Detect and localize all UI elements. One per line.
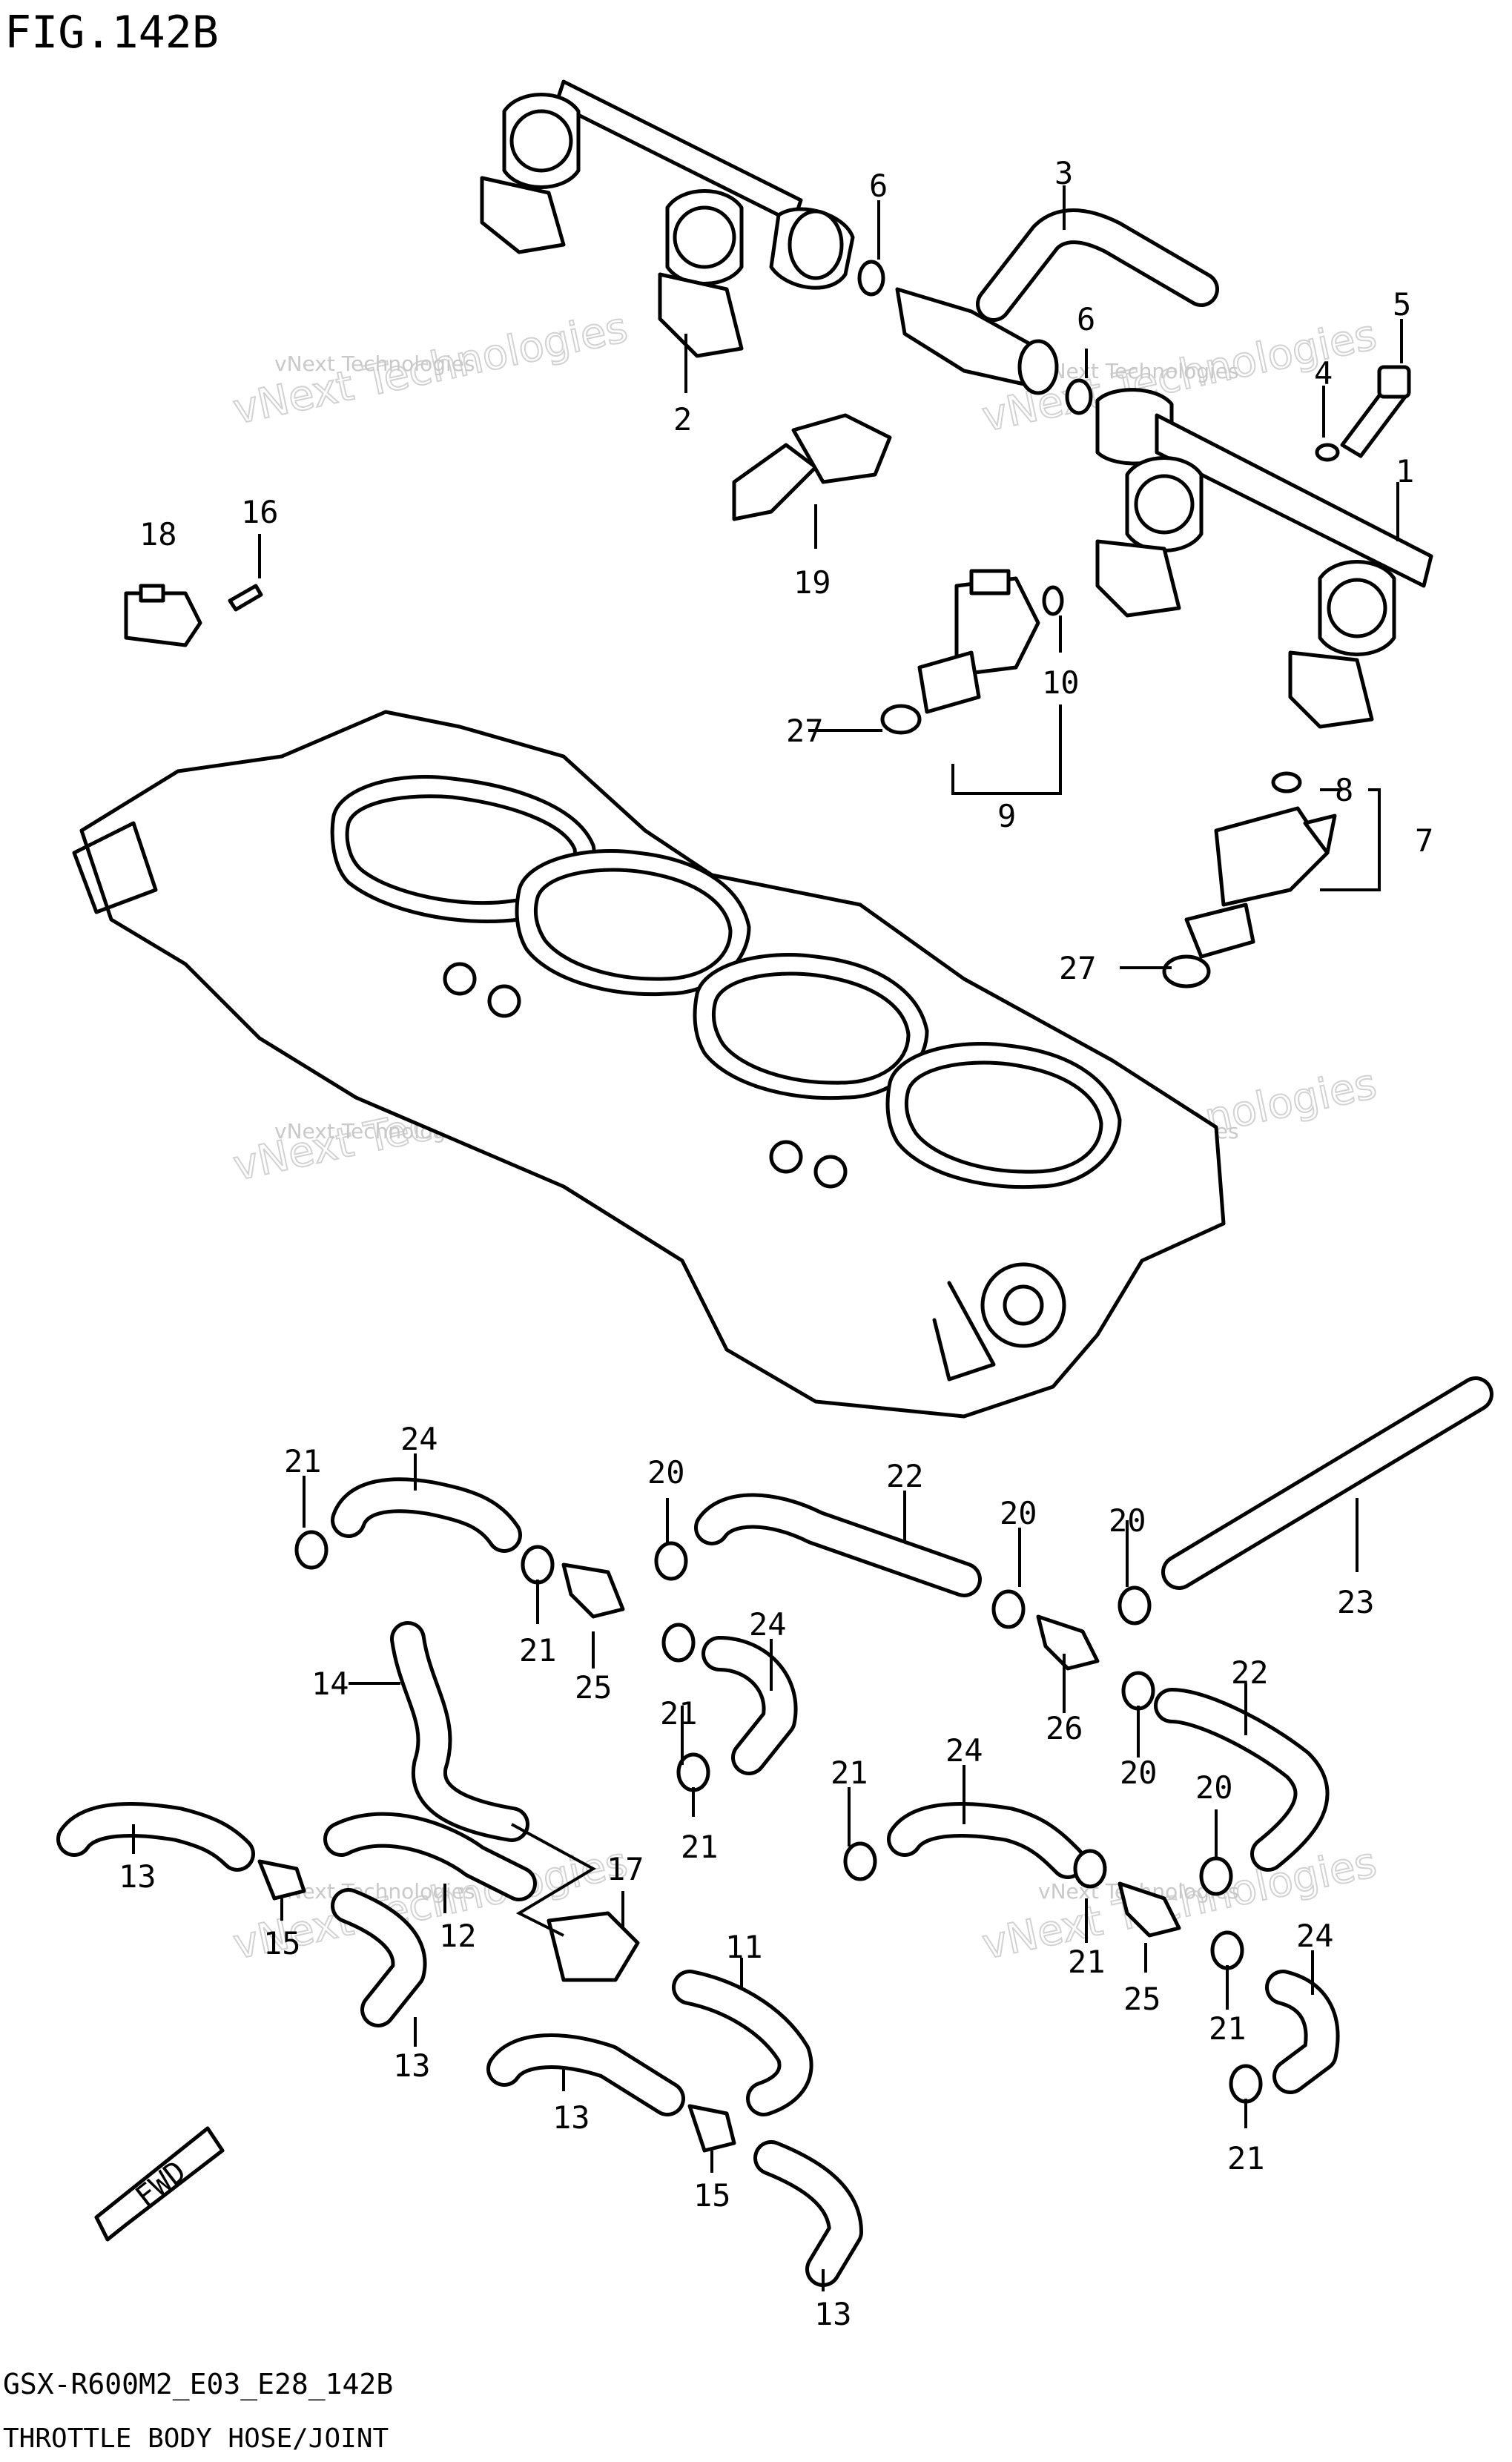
callout-20b: 20 xyxy=(1000,1495,1037,1531)
callout-21e: 21 xyxy=(831,1755,868,1791)
forward-arrow: FWD xyxy=(94,2126,225,2242)
joints xyxy=(257,1562,1181,2153)
screw-16 xyxy=(228,584,263,612)
fuel-delivery-pipe-1 xyxy=(1095,388,1433,729)
callout-22a: 22 xyxy=(886,1458,924,1494)
throttle-body-assembly xyxy=(72,710,1226,1419)
callout-10: 10 xyxy=(1042,664,1080,701)
callout-27a: 27 xyxy=(786,713,824,749)
callout-26: 26 xyxy=(1046,1710,1083,1746)
callout-20d: 20 xyxy=(1120,1755,1158,1791)
callout-25a: 25 xyxy=(575,1669,613,1706)
o-ring-6b xyxy=(1065,378,1093,415)
o-ring-6a xyxy=(857,260,885,297)
seal-27a xyxy=(880,704,922,735)
callout-24c: 24 xyxy=(945,1732,983,1769)
callout-6b: 6 xyxy=(1077,301,1095,337)
joint-25a xyxy=(561,1562,625,1619)
callout-19: 19 xyxy=(793,564,831,601)
callout-7: 7 xyxy=(1415,822,1433,859)
callout-15b: 15 xyxy=(693,2177,731,2214)
callout-20c: 20 xyxy=(1109,1502,1146,1539)
joint-15b xyxy=(687,2104,736,2153)
callout-21h: 21 xyxy=(1227,2140,1265,2176)
callout-24a: 24 xyxy=(400,1421,438,1457)
callout-22b: 22 xyxy=(1231,1654,1269,1691)
callout-9: 9 xyxy=(997,798,1016,834)
callout-11: 11 xyxy=(725,1929,763,1965)
callout-2: 2 xyxy=(673,401,692,438)
callout-5: 5 xyxy=(1393,286,1411,323)
callout-20a: 20 xyxy=(647,1454,685,1491)
callout-21d: 21 xyxy=(681,1829,719,1865)
callouts: 1 2 3 4 5 6 6 7 8 9 10 11 12 13 13 13 13… xyxy=(119,155,1433,2332)
callout-16: 16 xyxy=(241,494,279,530)
callout-13a: 13 xyxy=(119,1858,156,1895)
fuel-injector-9 xyxy=(917,569,1064,714)
figure-title: FIG.142B xyxy=(4,7,219,59)
callout-21b: 21 xyxy=(519,1632,557,1669)
sensor-18 xyxy=(124,584,202,647)
callout-24d: 24 xyxy=(1296,1918,1334,1954)
callout-21f: 21 xyxy=(1068,1944,1106,1980)
callout-13d: 13 xyxy=(814,2296,852,2332)
watermark-small: vNext Technologies xyxy=(1038,359,1239,383)
fuel-pipe-holder-19 xyxy=(732,413,892,521)
callout-27b: 27 xyxy=(1059,950,1097,986)
hose-clamps xyxy=(294,1530,1263,2104)
callout-25b: 25 xyxy=(1123,1981,1161,2017)
watermark-small: vNext Technologies xyxy=(274,352,475,376)
callout-18: 18 xyxy=(139,516,177,552)
callout-13b: 13 xyxy=(393,2047,431,2084)
leader-lines xyxy=(132,185,1403,2291)
callout-21g: 21 xyxy=(1209,2010,1247,2047)
callout-21c: 21 xyxy=(660,1695,698,1732)
callout-20e: 20 xyxy=(1195,1769,1233,1806)
callout-14: 14 xyxy=(311,1666,349,1702)
callout-3: 3 xyxy=(1054,155,1073,191)
callout-6a: 6 xyxy=(869,168,888,204)
callout-24b: 24 xyxy=(749,1606,787,1643)
callout-12: 12 xyxy=(439,1918,477,1954)
joint-26 xyxy=(1036,1614,1100,1671)
washer-4 xyxy=(1315,443,1340,462)
figure-caption: THROTTLE BODY HOSE/JOINT xyxy=(3,2423,389,2454)
callout-13c: 13 xyxy=(552,2099,590,2136)
callout-8: 8 xyxy=(1335,772,1353,808)
hoses-lower xyxy=(56,1376,1493,2287)
joint-25b xyxy=(1118,1881,1181,1938)
joint-17 xyxy=(547,1911,640,1982)
fuel-delivery-pipe-2 xyxy=(480,79,855,358)
fuel-injector-7 xyxy=(1184,771,1337,959)
callout-15a: 15 xyxy=(263,1925,301,1961)
callout-1: 1 xyxy=(1396,453,1414,489)
callout-21a: 21 xyxy=(284,1443,322,1479)
callout-4: 4 xyxy=(1314,355,1333,392)
fuel-feed-hose-3 xyxy=(895,208,1219,395)
joint-15a xyxy=(257,1859,306,1901)
callout-17: 17 xyxy=(607,1851,644,1887)
figure-code: GSX-R600M2_E03_E28_142B xyxy=(3,2368,393,2401)
callout-23: 23 xyxy=(1337,1584,1375,1620)
seal-27b xyxy=(1162,954,1211,989)
bolt-5 xyxy=(1340,365,1411,458)
